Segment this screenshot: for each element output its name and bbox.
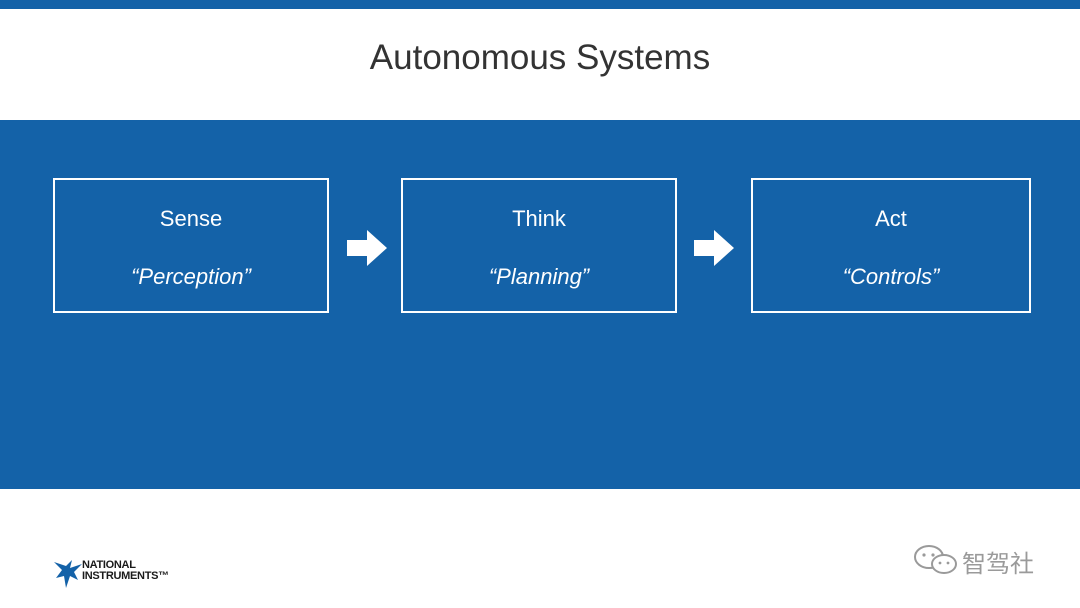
- flow-box-act: Act “Controls”: [751, 178, 1031, 313]
- flow-box-sense: Sense “Perception”: [53, 178, 329, 313]
- flow-box-subtitle: “Perception”: [131, 264, 251, 289]
- right-arrow-icon: [694, 230, 734, 266]
- watermark: 智驾社: [912, 542, 1062, 578]
- right-arrow-icon: [347, 230, 387, 266]
- flow-box-label: Act: [875, 206, 907, 231]
- flow-box-subtitle: “Planning”: [488, 264, 590, 289]
- ni-logo-line2: INSTRUMENTS™: [82, 570, 169, 582]
- watermark-text: 智驾社: [962, 550, 1034, 578]
- ni-eagle-icon: [54, 560, 82, 588]
- flow-box-label: Sense: [159, 206, 223, 231]
- national-instruments-logo: NATIONAL INSTRUMENTS™: [54, 558, 194, 592]
- ni-logo-text: NATIONAL INSTRUMENTS™: [82, 560, 169, 582]
- wechat-icon: [914, 545, 957, 574]
- diagram-band: Sense “Perception” Think “Planning” Act …: [0, 120, 1080, 489]
- flow-box-subtitle: “Controls”: [842, 264, 940, 289]
- top-accent-bar: [0, 0, 1080, 9]
- ni-logo-line1: NATIONAL: [82, 559, 136, 571]
- slide-title: Autonomous Systems: [369, 38, 711, 77]
- flow-box-think: Think “Planning”: [401, 178, 677, 313]
- flow-box-label: Think: [512, 206, 566, 231]
